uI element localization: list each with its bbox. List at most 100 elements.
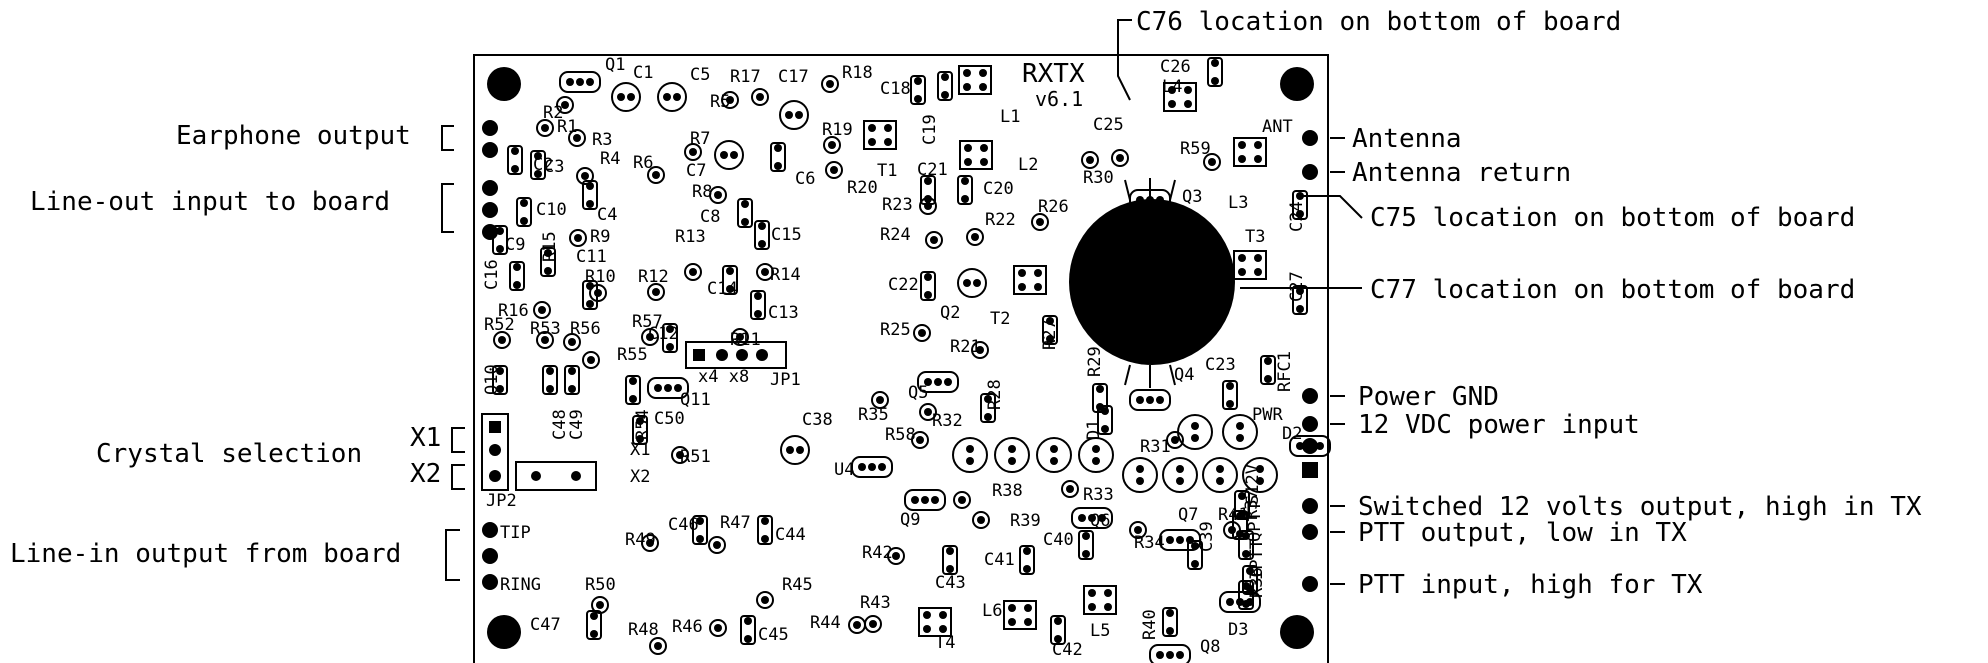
- part-label-c17: C17: [778, 67, 809, 87]
- silk-ant: ANT: [1262, 117, 1293, 137]
- footprint-r5: [721, 91, 739, 109]
- jp2-header: [481, 413, 597, 491]
- polarized-cap-outline: [952, 437, 988, 473]
- footprint-c18: [910, 75, 926, 105]
- footprint-q4: [1129, 389, 1171, 411]
- board-version: v6.1: [1035, 87, 1083, 111]
- part-label-l3: L3: [1228, 193, 1248, 213]
- part-label-r48: R48: [628, 620, 659, 640]
- silk-ring: RING: [500, 575, 541, 595]
- pad: [1136, 465, 1144, 473]
- footprint-r28: [980, 393, 996, 423]
- footprint-c45: [740, 615, 756, 645]
- component-layer: Q1C1C5R17C17R18C18C19L1C26L4C25R2R1R3R4R…: [482, 55, 1331, 663]
- footprint-c39: [1187, 540, 1203, 570]
- footprint-r40: [1162, 607, 1178, 637]
- pad: [1176, 477, 1184, 485]
- part-label-c45: C45: [758, 625, 789, 645]
- footprint-r9: [569, 229, 587, 247]
- label-line-in-output: Line-in output from board: [10, 539, 401, 569]
- footprint-c8: [737, 198, 753, 228]
- part-label-c40: C40: [1043, 530, 1074, 550]
- label-line-out-input: Line-out input to board: [30, 187, 390, 217]
- part-label-r39: R39: [1010, 511, 1041, 531]
- part-label-r20: R20: [847, 178, 878, 198]
- part-label-r19: R19: [822, 120, 853, 140]
- footprint-c2: [507, 145, 523, 175]
- part-label-q5: Q5: [908, 383, 928, 403]
- footprint-r33: [1061, 480, 1079, 498]
- part-label-r25: R25: [880, 320, 911, 340]
- footprint-r57: [641, 328, 659, 346]
- pad: [1176, 465, 1184, 473]
- polarized-cap-outline: [1122, 457, 1158, 493]
- part-label-r32: R32: [932, 411, 963, 431]
- footprint-u4: [851, 456, 893, 478]
- footprint-c13: [750, 290, 766, 320]
- part-label-q1: Q1: [605, 55, 625, 75]
- label-ptt-output: PTT output, low in TX: [1358, 518, 1687, 548]
- footprint-c7: [714, 140, 744, 170]
- footprint-r27: [1042, 315, 1058, 345]
- part-label-c6: C6: [795, 169, 815, 189]
- footprint-c42: [1050, 615, 1066, 645]
- footprint-l1: [958, 65, 992, 95]
- footprint-q6: [1071, 507, 1113, 529]
- label-c77-location: C77 location on bottom of board: [1370, 275, 1855, 305]
- pad: [1008, 457, 1016, 465]
- part-label-q11: Q11: [680, 390, 711, 410]
- part-label-r8: R8: [692, 182, 712, 202]
- part-label-c48: C48: [550, 409, 570, 440]
- part-label-r50: R50: [585, 575, 616, 595]
- footprint-c41: [1019, 545, 1035, 575]
- footprint-t2: [1013, 265, 1047, 295]
- pad: [1216, 477, 1224, 485]
- footprint-q8: [1149, 644, 1191, 663]
- part-label-c43: C43: [935, 573, 966, 593]
- footprint-r1: [536, 119, 554, 137]
- footprint-c3: [530, 150, 546, 180]
- label-antenna: Antenna: [1352, 124, 1462, 154]
- part-label-r29: R29: [1085, 346, 1105, 377]
- part-label-d3: D3: [1228, 620, 1248, 640]
- footprint-c15: [754, 220, 770, 250]
- footprint-r4: [576, 167, 594, 185]
- label-c76-location: C76 location on bottom of board: [1136, 7, 1621, 37]
- silk-tip: TIP: [500, 523, 531, 543]
- board-outline: [473, 54, 1329, 663]
- polarized-cap-outline: [1242, 457, 1278, 493]
- pad: [966, 445, 974, 453]
- footprint-c23: [1222, 380, 1238, 410]
- footprint-r43: [864, 615, 882, 633]
- part-label-c18: C18: [880, 79, 911, 99]
- footprint-q1: [559, 71, 601, 93]
- silk-board-x1: X1: [630, 440, 650, 460]
- part-label-c3: C3: [544, 157, 564, 177]
- part-label-r42: R42: [862, 543, 893, 563]
- label-ptt-input: PTT input, high for TX: [1358, 570, 1703, 600]
- left-header-pads: [482, 120, 498, 590]
- footprint-c1: [611, 82, 641, 112]
- footprint-r32: [919, 403, 937, 421]
- footprint-c48: [542, 365, 558, 395]
- footprint-r23: [919, 197, 937, 215]
- part-label-q8: Q8: [1200, 637, 1220, 657]
- silk-x4x8: x4 x8: [698, 367, 749, 387]
- part-label-l6: L6: [982, 601, 1002, 621]
- footprint-r46: [709, 619, 727, 637]
- polarized-cap-outline: [1222, 414, 1258, 450]
- part-label-r21: R21: [950, 337, 981, 357]
- footprint-c10: [516, 197, 532, 227]
- part-label-r6: R6: [633, 153, 653, 173]
- part-label-r1: R1: [557, 117, 577, 137]
- label-crystal-selection: Crystal selection: [96, 439, 362, 469]
- part-label-r52: R52: [484, 315, 515, 335]
- part-label-r57: R57: [632, 312, 663, 332]
- part-label-c8: C8: [700, 207, 720, 227]
- leader-c75: [1300, 195, 1363, 219]
- part-label-r23: R23: [882, 195, 913, 215]
- part-label-c15: C15: [771, 225, 802, 245]
- footprint-r44: [848, 616, 866, 634]
- footprint-r35: [871, 391, 889, 409]
- pad: [1092, 445, 1100, 453]
